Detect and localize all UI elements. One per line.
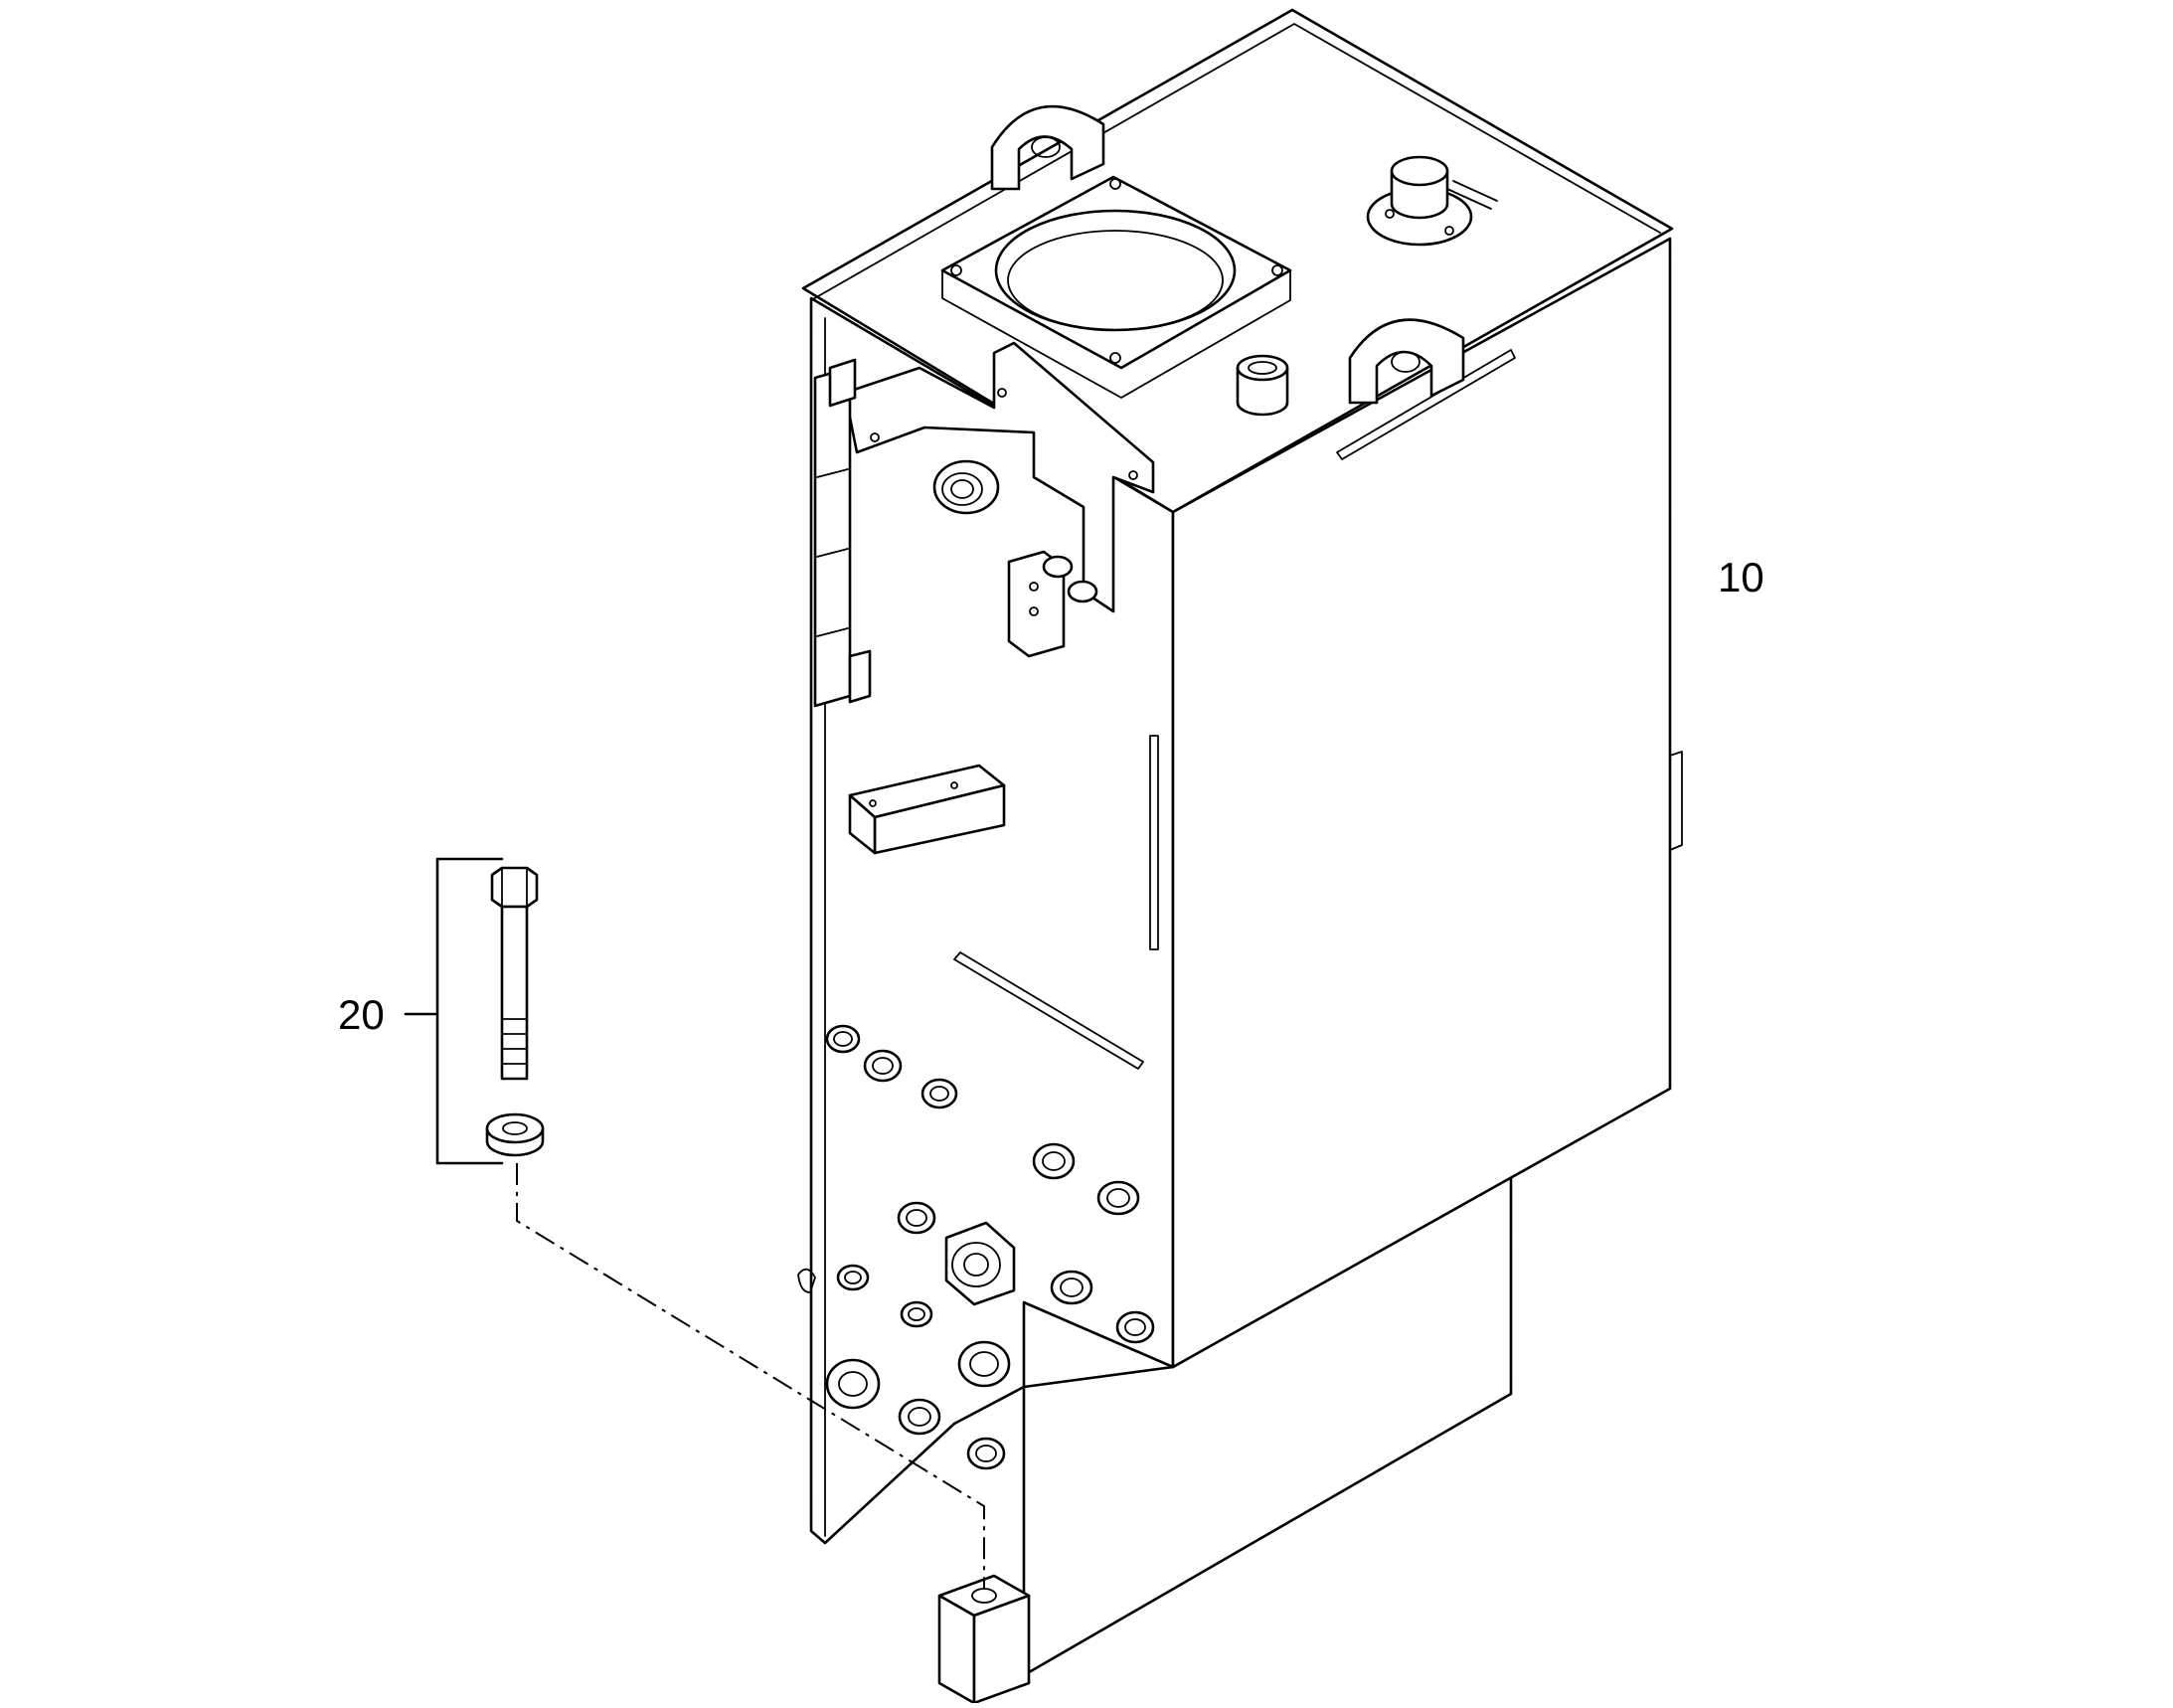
fitting-13	[898, 1398, 941, 1436]
panel-slot	[953, 951, 1144, 1070]
hinge-strip	[813, 358, 872, 708]
callout-label-20: 20	[338, 991, 385, 1038]
fitting-8	[900, 1300, 933, 1328]
callout-bracket	[435, 857, 504, 1165]
inspection-flange	[940, 175, 1292, 399]
panel-fittings	[797, 1024, 1155, 1470]
filler-boss	[1236, 354, 1289, 417]
fitting-5	[1096, 1180, 1140, 1216]
callout-label-10: 10	[1718, 554, 1764, 600]
clamp-block	[1007, 550, 1098, 658]
fitting-14	[966, 1437, 1006, 1470]
right-slot	[1149, 735, 1159, 950]
mounting-bracket	[843, 341, 1155, 613]
washer	[485, 1112, 545, 1157]
bracket-fitting	[932, 459, 1000, 515]
level-sensor	[1366, 155, 1498, 247]
fitting-7	[836, 1264, 870, 1291]
tank-assembly	[797, 8, 1683, 1705]
assembly-centerline	[516, 1163, 985, 1589]
fitting-10	[1115, 1310, 1155, 1344]
side-tab	[797, 1268, 816, 1293]
bolt-and-washer	[404, 857, 985, 1589]
fitting-6	[897, 1201, 936, 1235]
lifting-eye-right	[1348, 318, 1465, 405]
fitting-12	[825, 1358, 881, 1410]
fitting-2	[863, 1049, 903, 1083]
fitting-1	[825, 1024, 861, 1054]
fitting-11	[957, 1340, 1011, 1388]
bolt	[490, 866, 539, 1081]
fitting-4	[1032, 1142, 1076, 1180]
foot-block	[937, 1574, 1031, 1705]
tank-right-face	[1171, 237, 1672, 1369]
top-edge-inner	[810, 23, 1661, 301]
main-outlet-fitting	[944, 1221, 1016, 1306]
fitting-9	[1050, 1270, 1093, 1305]
panel-block	[848, 764, 1006, 855]
right-rib	[1669, 751, 1683, 851]
lifting-eye-left	[990, 104, 1105, 191]
fitting-3	[920, 1078, 958, 1110]
